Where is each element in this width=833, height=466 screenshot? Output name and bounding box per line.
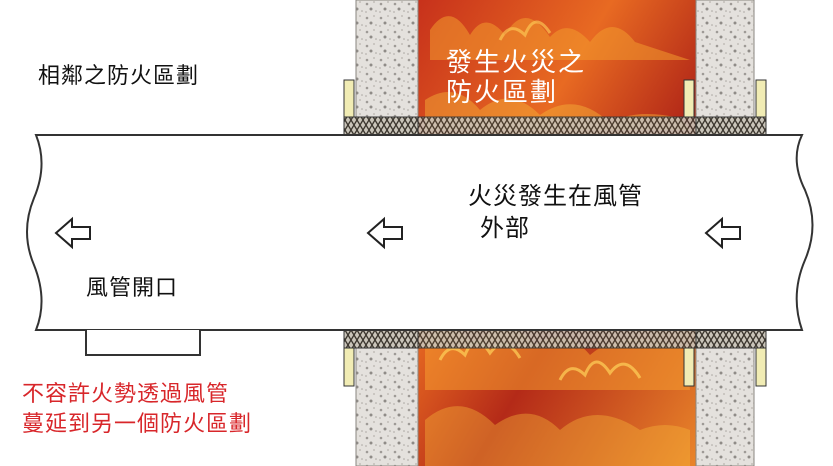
fire-compartment-line2: 防火區劃 xyxy=(446,78,559,108)
warning-note-line1: 不容許火勢透過風管 xyxy=(22,382,230,407)
warning-note: 不容許火勢透過風管 蔓延到另一個防火區劃 xyxy=(22,380,322,440)
fire-outside-line1: 火災發生在風管 xyxy=(468,182,643,210)
airflow-arrows xyxy=(54,216,741,250)
warning-note-line2: 蔓延到另一個防火區劃 xyxy=(22,412,253,437)
fire-outside-duct-label: 火災發生在風管 外部 xyxy=(468,180,688,244)
left-wall xyxy=(355,0,419,466)
airflow-arrow-right-icon xyxy=(704,216,741,250)
adjacent-compartment-label: 相鄰之防火區劃 xyxy=(38,64,200,89)
fire-compartment-line1: 發生火災之 xyxy=(446,48,587,78)
fire-compartment-label: 發生火災之 防火區劃 xyxy=(446,48,606,108)
right-wall xyxy=(695,0,755,466)
airflow-arrow-left-icon xyxy=(54,216,91,250)
airflow-arrow-middle-icon xyxy=(366,216,403,250)
duct-opening-label: 風管開口 xyxy=(86,276,179,301)
air-duct xyxy=(26,134,814,356)
fire-outside-line2: 外部 xyxy=(480,214,530,242)
fire-collars xyxy=(343,79,767,387)
